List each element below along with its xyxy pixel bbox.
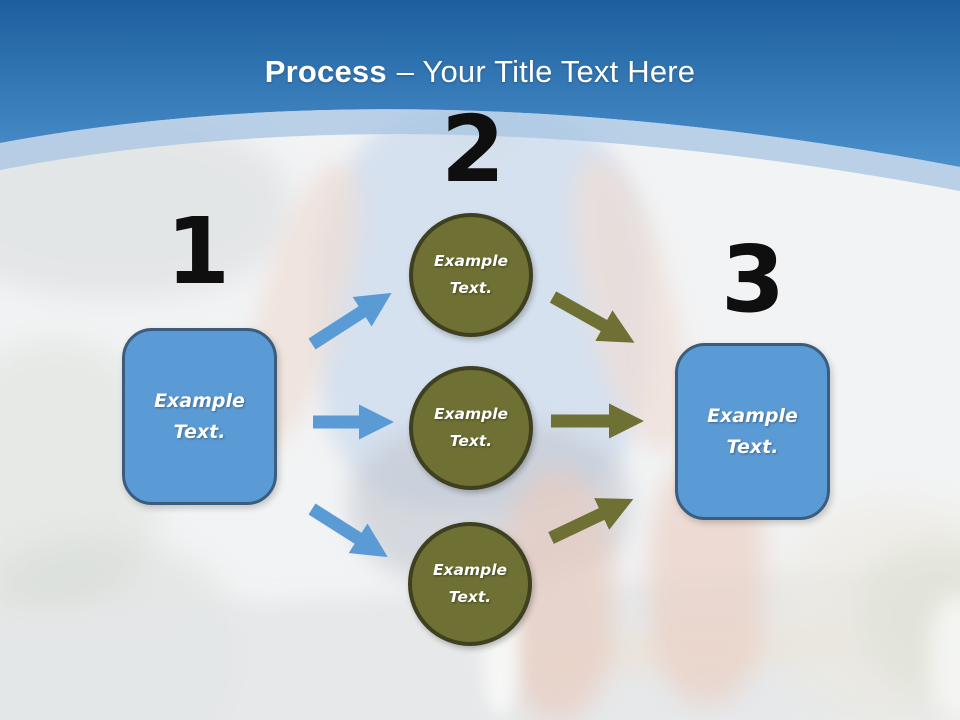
step2-circle-1-label: Example Text.: [433, 251, 509, 297]
step-number-3: 3: [720, 226, 785, 333]
step-number-1: 1: [165, 198, 230, 305]
step2-circle-1[interactable]: Example Text.: [409, 213, 533, 337]
step2-circle-3-label: Example Text.: [432, 560, 508, 606]
title-keyword: Process: [264, 54, 387, 89]
title-rest: – Your Title Text Here: [396, 54, 696, 89]
step1-box-label: Example Text.: [154, 390, 245, 443]
slide-title[interactable]: Process – Your Title Text Here: [0, 54, 960, 90]
step2-circle-2[interactable]: Example Text.: [409, 366, 533, 490]
step3-box-label: Example Text.: [707, 405, 798, 458]
step-number-2: 2: [440, 96, 505, 203]
step2-circle-2-label: Example Text.: [433, 404, 509, 450]
step1-box[interactable]: Example Text.: [122, 328, 277, 505]
step3-box[interactable]: Example Text.: [675, 343, 830, 520]
step2-circle-3[interactable]: Example Text.: [408, 522, 532, 646]
